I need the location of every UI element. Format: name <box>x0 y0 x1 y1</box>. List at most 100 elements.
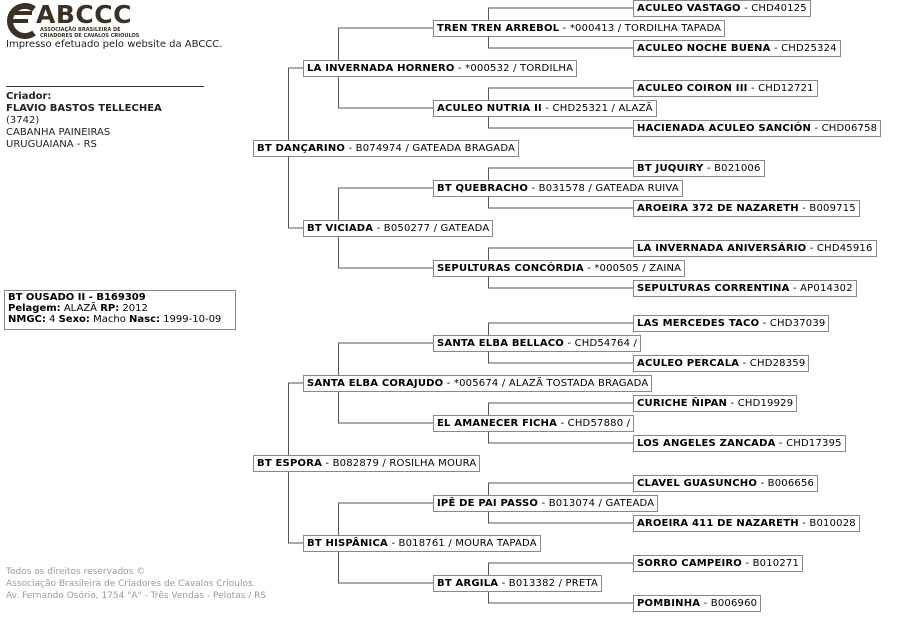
pedigree-gen3-3: BT QUEBRACHO - B031578 / GATEADA RUIVA <box>433 180 683 197</box>
node-info: - *000532 / TORDILHA <box>454 63 574 74</box>
pedigree-dam: BT ESPORA - B082879 / ROSILHA MOURA <box>253 455 481 472</box>
breeder-name: FLAVIO BASTOS TELLECHEA <box>6 103 162 114</box>
node-info: - CHD45916 <box>806 243 873 254</box>
pedigree-gen4-12: LOS ANGELES ZANCADA - CHD17395 <box>633 435 846 452</box>
node-name: LAS MERCEDES TACO <box>637 318 760 329</box>
node-info: - B050277 / GATEADA <box>373 223 490 234</box>
pedigree-gen4-11: CURICHE ÑIPAN - CHD19929 <box>633 395 798 412</box>
sire-info: - B074974 / GATEADA BRAGADA <box>345 143 516 154</box>
node-info: - CHD25321 / ALAZÃ <box>541 103 653 114</box>
pedigree-sire: BT DANÇARINO - B074974 / GATEADA BRAGADA <box>253 140 520 157</box>
node-name: BT VICIADA <box>307 223 374 234</box>
pedigree-gen3-8: BT ARGILA - B013382 / PRETA <box>433 575 603 592</box>
pedigree-dam-sire: SANTA ELBA CORAJUDO - *005674 / ALAZÃ TO… <box>303 375 653 392</box>
node-name: ACULEO NUTRIA II <box>437 103 542 114</box>
pedigree-gen4-1: ACULEO VASTAGO - CHD40125 <box>633 0 811 17</box>
node-info: - B010271 <box>742 558 799 569</box>
node-name: AROEIRA 372 DE NAZARETH <box>637 203 799 214</box>
nasc-label: Nasc: <box>129 314 160 325</box>
pedigree-gen4-9: LAS MERCEDES TACO - CHD37039 <box>633 315 830 332</box>
pedigree-gen4-6: AROEIRA 372 DE NAZARETH - B009715 <box>633 200 860 217</box>
breeder-block: Criador: FLAVIO BASTOS TELLECHEA (3742) … <box>6 91 162 151</box>
node-name: SANTA ELBA BELLACO <box>437 338 564 349</box>
pedigree-gen4-8: SEPULTURAS CORRENTINA - AP014302 <box>633 280 857 297</box>
node-name: ACULEO PERCALA <box>637 358 740 369</box>
node-info: - AP014302 <box>789 283 853 294</box>
node-info: - B013382 / PRETA <box>498 578 599 589</box>
logo-subtitle: ASSOCIAÇÃO BRASILEIRA DE CRIADORES DE CA… <box>40 27 140 39</box>
pedigree-gen4-5: BT JUQUIRY - B021006 <box>633 160 765 177</box>
pedigree-gen4-16: POMBINHA - B006960 <box>633 595 762 612</box>
node-info: - CHD17395 <box>775 438 842 449</box>
node-name: HACIENADA ACULEO SANCIÓN <box>637 123 812 134</box>
pedigree-gen3-2: ACULEO NUTRIA II - CHD25321 / ALAZÃ <box>433 100 657 117</box>
pedigree-gen3-7: IPÊ DE PAI PASSO - B013074 / GATEADA <box>433 495 659 512</box>
node-name: ACULEO NOCHE BUENA <box>637 43 771 54</box>
node-name: BT QUEBRACHO <box>437 183 529 194</box>
breeder-label: Criador: <box>6 91 52 102</box>
sexo-label: Sexo: <box>58 314 90 325</box>
footer-copyright: Todos os direitos reservados © <box>6 567 146 577</box>
pedigree-gen3-5: SANTA ELBA BELLACO - CHD54764 / <box>433 335 642 352</box>
node-info: - *000413 / TORDILHA TAPADA <box>559 23 722 34</box>
node-name: CLAVEL GUASUNCHO <box>637 478 758 489</box>
logo-subtitle-line1: ASSOCIAÇÃO BRASILEIRA DE <box>40 27 121 33</box>
printed-notice: Impresso efetuado pelo website da ABCCC. <box>6 39 223 50</box>
dam-name: BT ESPORA <box>257 458 323 469</box>
pedigree-gen4-10: ACULEO PERCALA - CHD28359 <box>633 355 810 372</box>
pedigree-gen4-13: CLAVEL GUASUNCHO - B006656 <box>633 475 819 492</box>
node-info: - B013074 / GATEADA <box>538 498 655 509</box>
footer: Todos os direitos reservados © Associaçã… <box>6 566 266 602</box>
pedigree-gen3-1: TREN TREN ARREBOL - *000413 / TORDILHA T… <box>433 20 726 37</box>
node-info: - B006656 <box>757 478 815 489</box>
node-name: LA INVERNADA HORNERO <box>307 63 455 74</box>
logo-word: ABCCC <box>36 0 132 29</box>
node-name: LA INVERNADA ANIVERSÁRIO <box>637 243 807 254</box>
pedigree-gen3-6: EL AMANECER FICHA - CHD57880 / <box>433 415 635 432</box>
node-info: - *000505 / ZAINA <box>583 263 682 274</box>
node-info: - B009715 <box>798 203 856 214</box>
rp-label: RP: <box>100 303 120 314</box>
node-info: - CHD12721 <box>747 83 814 94</box>
pedigree-sire-sire: LA INVERNADA HORNERO - *000532 / TORDILH… <box>303 60 578 77</box>
nasc-value: 1999-10-09 <box>160 314 222 325</box>
pedigree-gen4-3: ACULEO COIRON III - CHD12721 <box>633 80 818 97</box>
node-name: LOS ANGELES ZANCADA <box>637 438 776 449</box>
node-name: ACULEO VASTAGO <box>637 3 741 14</box>
logo-subtitle-line2: CRIADORES DE CAVALOS CRIOULOS <box>40 32 140 39</box>
node-name: SANTA ELBA CORAJUDO <box>307 378 444 389</box>
pedigree-gen4-7: LA INVERNADA ANIVERSÁRIO - CHD45916 <box>633 240 877 257</box>
horse-title: BT OUSADO II - B169309 <box>8 292 146 303</box>
node-info: - CHD54764 / <box>564 338 638 349</box>
nmgc-value: 4 <box>45 314 59 325</box>
node-name: BT HISPÂNICA <box>307 538 388 549</box>
pelagem-value: ALAZÃ <box>60 303 101 314</box>
nmgc-label: NMGC: <box>8 314 46 325</box>
node-info: - CHD28359 <box>739 358 806 369</box>
node-info: - CHD06758 <box>811 123 878 134</box>
rp-value: 2012 <box>119 303 148 314</box>
node-name: TREN TREN ARREBOL <box>437 23 560 34</box>
footer-association: Associação Brasileira de Criadores de Ca… <box>6 579 256 589</box>
node-info: - B021006 <box>703 163 761 174</box>
divider <box>6 86 204 87</box>
node-name: BT ARGILA <box>437 578 499 589</box>
node-info: - CHD19929 <box>727 398 794 409</box>
node-info: - CHD57880 / <box>557 418 631 429</box>
pelagem-label: Pelagem: <box>8 303 61 314</box>
pedigree-sire-dam: BT VICIADA - B050277 / GATEADA <box>303 220 494 237</box>
node-name: BT JUQUIRY <box>637 163 704 174</box>
breeder-city: URUGUAIANA - RS <box>6 139 97 150</box>
breeder-farm: CABANHA PAINEIRAS <box>6 127 111 138</box>
node-info: - B018761 / MOURA TAPADA <box>387 538 537 549</box>
node-info: - *005674 / ALAZÃ TOSTADA BRAGADA <box>443 378 649 389</box>
node-name: SEPULTURAS CONCÓRDIA <box>437 263 584 274</box>
node-name: EL AMANECER FICHA <box>437 418 558 429</box>
sexo-value: Macho <box>89 314 129 325</box>
breeder-code: (3742) <box>6 115 40 126</box>
node-name: SORRO CAMPEIRO <box>637 558 742 569</box>
node-info: - B031578 / GATEADA RUIVA <box>528 183 679 194</box>
abccc-logo-mark-icon <box>7 3 36 39</box>
dam-info: - B082879 / ROSILHA MOURA <box>322 458 477 469</box>
node-name: CURICHE ÑIPAN <box>637 398 728 409</box>
